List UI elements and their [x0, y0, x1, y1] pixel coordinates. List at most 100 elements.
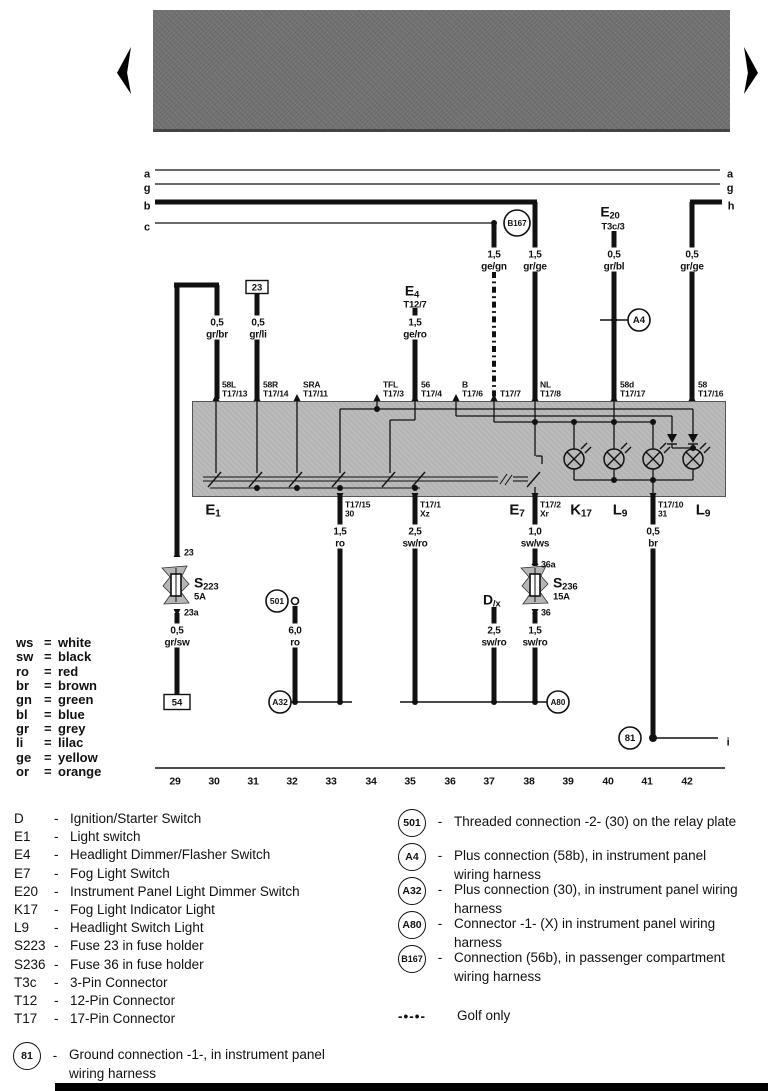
wire-label: T12/7 — [403, 300, 426, 311]
wire-label: E7 — [509, 502, 525, 520]
rail-label: g — [144, 183, 151, 195]
component-code: K17 — [14, 901, 39, 917]
circled-code-legend-row: 501-Threaded connection -2- (30) on the … — [398, 809, 736, 837]
component-description: 3-Pin Connector — [70, 974, 168, 990]
label-bg — [644, 536, 662, 549]
label-bg — [597, 259, 631, 272]
wire-label: 58 — [698, 380, 708, 390]
arrow-down-icon — [173, 609, 181, 616]
label-bg — [523, 623, 547, 636]
wire-label: Xz — [420, 509, 430, 519]
switch-contact — [411, 471, 426, 488]
label-bg — [518, 635, 552, 648]
legend-text: Connector -1- (X) in instrument panel wi… — [454, 916, 716, 950]
color-legend-row: ws=white — [16, 635, 101, 650]
component-legend-row: E20-Instrument Panel Light Dimmer Switch — [14, 883, 384, 901]
dash: - — [54, 811, 59, 826]
junction-dot — [650, 419, 656, 425]
wire-label: T3c/3 — [601, 222, 624, 233]
color-name: red — [58, 663, 79, 679]
label-bg — [477, 635, 511, 648]
wire-label: T17/7 — [500, 389, 521, 399]
diode-icon — [688, 434, 698, 443]
component-legend-row: L9-Headlight Switch Light — [14, 919, 384, 937]
golf-only-note: -•-•- Golf only — [398, 1008, 510, 1026]
wire-label: gr/ge — [523, 262, 547, 273]
lamp-ray — [620, 442, 628, 450]
arrow-down-icon — [531, 493, 539, 500]
wire-label: 2,5 — [408, 527, 422, 538]
label-bg — [403, 524, 427, 537]
label-bg — [246, 315, 270, 328]
label-bg — [328, 524, 352, 537]
wire-label: ro — [290, 638, 300, 649]
dash: - — [437, 848, 443, 863]
dash: - — [54, 992, 59, 1008]
wire-label: D/x — [483, 592, 501, 610]
label-bg — [482, 623, 506, 636]
legend-text: Ground connection -1-, in instrument pan… — [69, 1047, 325, 1081]
circled-code: 81 — [13, 1042, 41, 1070]
wire-label: T17/14 — [263, 389, 289, 399]
lamp-x — [685, 451, 701, 467]
wire-label: ge/gn — [481, 262, 507, 273]
wire-label: T17/11 — [303, 389, 328, 399]
junction-dot — [611, 419, 617, 425]
color-code: ro — [16, 663, 29, 679]
color-code: br — [16, 678, 29, 694]
component-code: E4 — [14, 847, 31, 863]
wire-label: 0,5 — [685, 250, 699, 261]
component-code: D — [14, 811, 24, 826]
wire-label: L9 — [696, 502, 711, 520]
switch-contact — [248, 471, 263, 488]
color-legend-row: sw=black — [16, 649, 101, 664]
circled-code-legend-row: A32-Plus connection (30), in instrument … — [398, 877, 738, 918]
wire-label: T17/13 — [222, 389, 248, 399]
wire-label: S223 — [194, 575, 218, 593]
component-legend-row: D-Ignition/Starter Switch — [14, 810, 384, 828]
switch-contact — [331, 471, 346, 488]
rail-label: a — [727, 169, 734, 181]
track-number: 31 — [247, 776, 259, 788]
wire-label: ge/ro — [403, 330, 427, 341]
label-bg — [165, 623, 189, 636]
wire-label: SRA — [303, 380, 320, 390]
arrow-up-icon — [688, 394, 696, 401]
connector-a80-label: A80 — [551, 698, 566, 707]
equals-sign: = — [44, 735, 52, 751]
wire-label: sw/ro — [402, 539, 427, 550]
wire-label: gr/ge — [680, 262, 704, 273]
component-code: E1 — [14, 829, 31, 845]
ground-connection-legend: 81-Ground connection -1-, in instrument … — [13, 1042, 325, 1083]
wire-label: 0,5 — [251, 318, 265, 329]
wire-label: T17/8 — [540, 389, 561, 399]
dash: - — [437, 814, 443, 829]
lamp-x — [645, 451, 661, 467]
track-number: 39 — [562, 776, 574, 788]
dash: - — [54, 865, 59, 881]
track-number: 36 — [444, 776, 456, 788]
lamp-ray — [663, 446, 671, 454]
boxed-label-text: 54 — [172, 698, 183, 709]
rail-label: b — [144, 201, 151, 213]
junction-dot — [649, 734, 657, 742]
track-number: 42 — [681, 776, 693, 788]
arrow-up-icon — [610, 394, 618, 401]
lamp-icon — [563, 448, 585, 470]
component-code: T12 — [14, 992, 38, 1008]
component-description: 12-Pin Connector — [70, 992, 176, 1008]
component-description: 17-Pin Connector — [70, 1011, 176, 1027]
track-number: 35 — [404, 776, 416, 788]
junction-dot — [532, 419, 538, 425]
wire-label: 6,0 — [288, 626, 302, 637]
golf-note-text: Golf only — [457, 1008, 511, 1023]
legend-text: Threaded connection -2- (30) on the rela… — [454, 814, 737, 829]
junction-dot — [294, 485, 300, 491]
junction-dot — [254, 485, 260, 491]
lamp-ray — [699, 442, 707, 450]
wire-label: 58L — [222, 380, 236, 390]
wire-label: 1,5 — [408, 318, 422, 329]
wire-label: K17 — [570, 502, 592, 520]
wire-label: T17/17 — [620, 389, 646, 399]
